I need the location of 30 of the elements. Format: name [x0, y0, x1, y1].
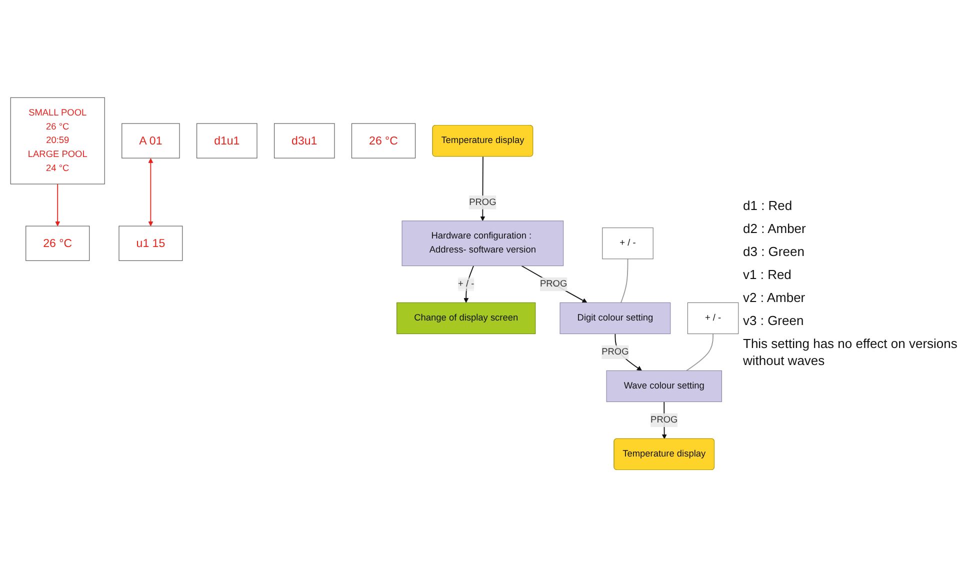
note-text: d2 : Amber: [743, 221, 807, 238]
node-box: SMALL POOL 26 °C 20:59 LARGE POOL 24 °C: [10, 98, 105, 185]
node-box: Hardware configuration : Address- software version: [402, 220, 564, 266]
note-text: v1 : Red: [743, 267, 792, 284]
arrow: [55, 184, 60, 227]
node-box: A 01: [122, 124, 180, 159]
node-box: + / -: [602, 228, 654, 260]
edge-label: + / -: [458, 279, 474, 290]
arrow: [148, 158, 154, 227]
note-text: d1 : Red: [743, 198, 794, 216]
edge-label: PROG: [540, 279, 568, 290]
connector: [686, 334, 714, 372]
note-text: d3 : Green: [743, 244, 806, 262]
node-box: 26 °C: [26, 226, 90, 262]
connector: [620, 258, 628, 304]
note-text: This setting has no effect on versions without waves: [743, 336, 958, 370]
node-box: 26 °C: [351, 124, 416, 159]
node-box: d1u1: [196, 124, 258, 159]
node-box: d3u1: [274, 124, 335, 159]
arrow: [521, 266, 588, 304]
node-box: + / -: [687, 302, 739, 334]
edge-label: PROG: [469, 198, 496, 208]
node-box: Wave colour setting: [606, 370, 722, 402]
node-box: Digit colour setting: [560, 302, 671, 334]
edge-label: PROG: [650, 415, 678, 426]
node-box: u1 15: [118, 226, 183, 262]
edge-label: PROG: [602, 347, 629, 358]
note-text: v3 : Green: [743, 312, 805, 330]
node-box: Change of display screen: [396, 302, 536, 334]
note-text: v2 : Amber: [743, 290, 806, 307]
